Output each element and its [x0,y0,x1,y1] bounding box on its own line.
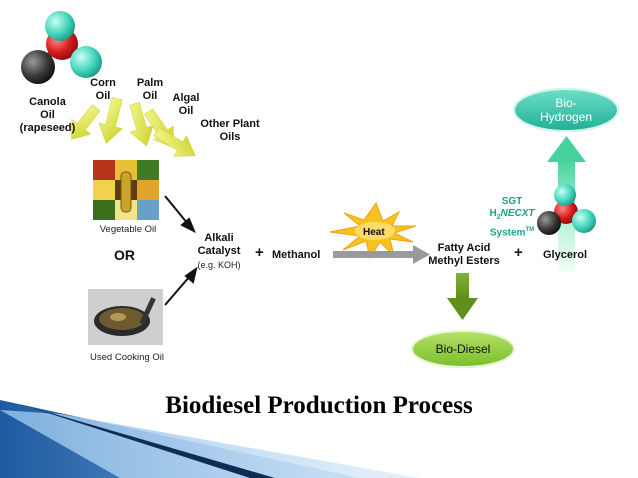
h2necxt-line: H2NECXT [489,208,535,221]
system-line: SystemTM [489,227,535,239]
molecule-icon [537,184,596,235]
methanol-label: Methanol [272,249,321,261]
footer-decoration [0,400,420,478]
fame-label: Fatty Acid Methyl Esters [428,242,500,267]
vegetable-oil-photo [93,160,159,220]
cooking-oil-photo [88,289,163,345]
page-title: Biodiesel Production Process [165,392,473,419]
sgt-line: SGT [501,196,523,207]
catalyst-example: (e.g. KOH) [197,260,241,270]
feedstock-arrows [164,195,198,306]
biodiesel-arrow [447,273,478,320]
plus-sign: + [514,244,523,261]
catalyst-label: Alkali Catalyst [197,232,241,257]
or-label: OR [114,247,135,263]
molecule-icon [21,11,102,84]
used-cooking-oil-caption: Used Cooking Oil [90,352,164,363]
biodiesel-pill: Bio-Diesel [411,330,515,368]
algal-oil-label: Algal Oil [172,92,200,117]
heat-burst-icon [329,201,417,260]
canola-oil-label: Canola Oil (rapeseed) [19,96,76,134]
oil-source-arrows [71,97,196,157]
corn-oil-label: Corn Oil [90,77,116,102]
sgt-system-label: SGT H2NECXT SystemTM [476,196,548,239]
other-plant-oils-label: Other Plant Oils [200,118,260,143]
glycerol-label: Glycerol [543,249,588,261]
biohydrogen-pill: Bio- Hydrogen [513,88,619,132]
process-arrow [333,245,430,264]
heat-label: Heat [363,227,385,238]
vegetable-oil-caption: Vegetable Oil [99,224,157,235]
palm-oil-label: Palm Oil [136,77,164,102]
plus-sign: + [255,244,264,261]
